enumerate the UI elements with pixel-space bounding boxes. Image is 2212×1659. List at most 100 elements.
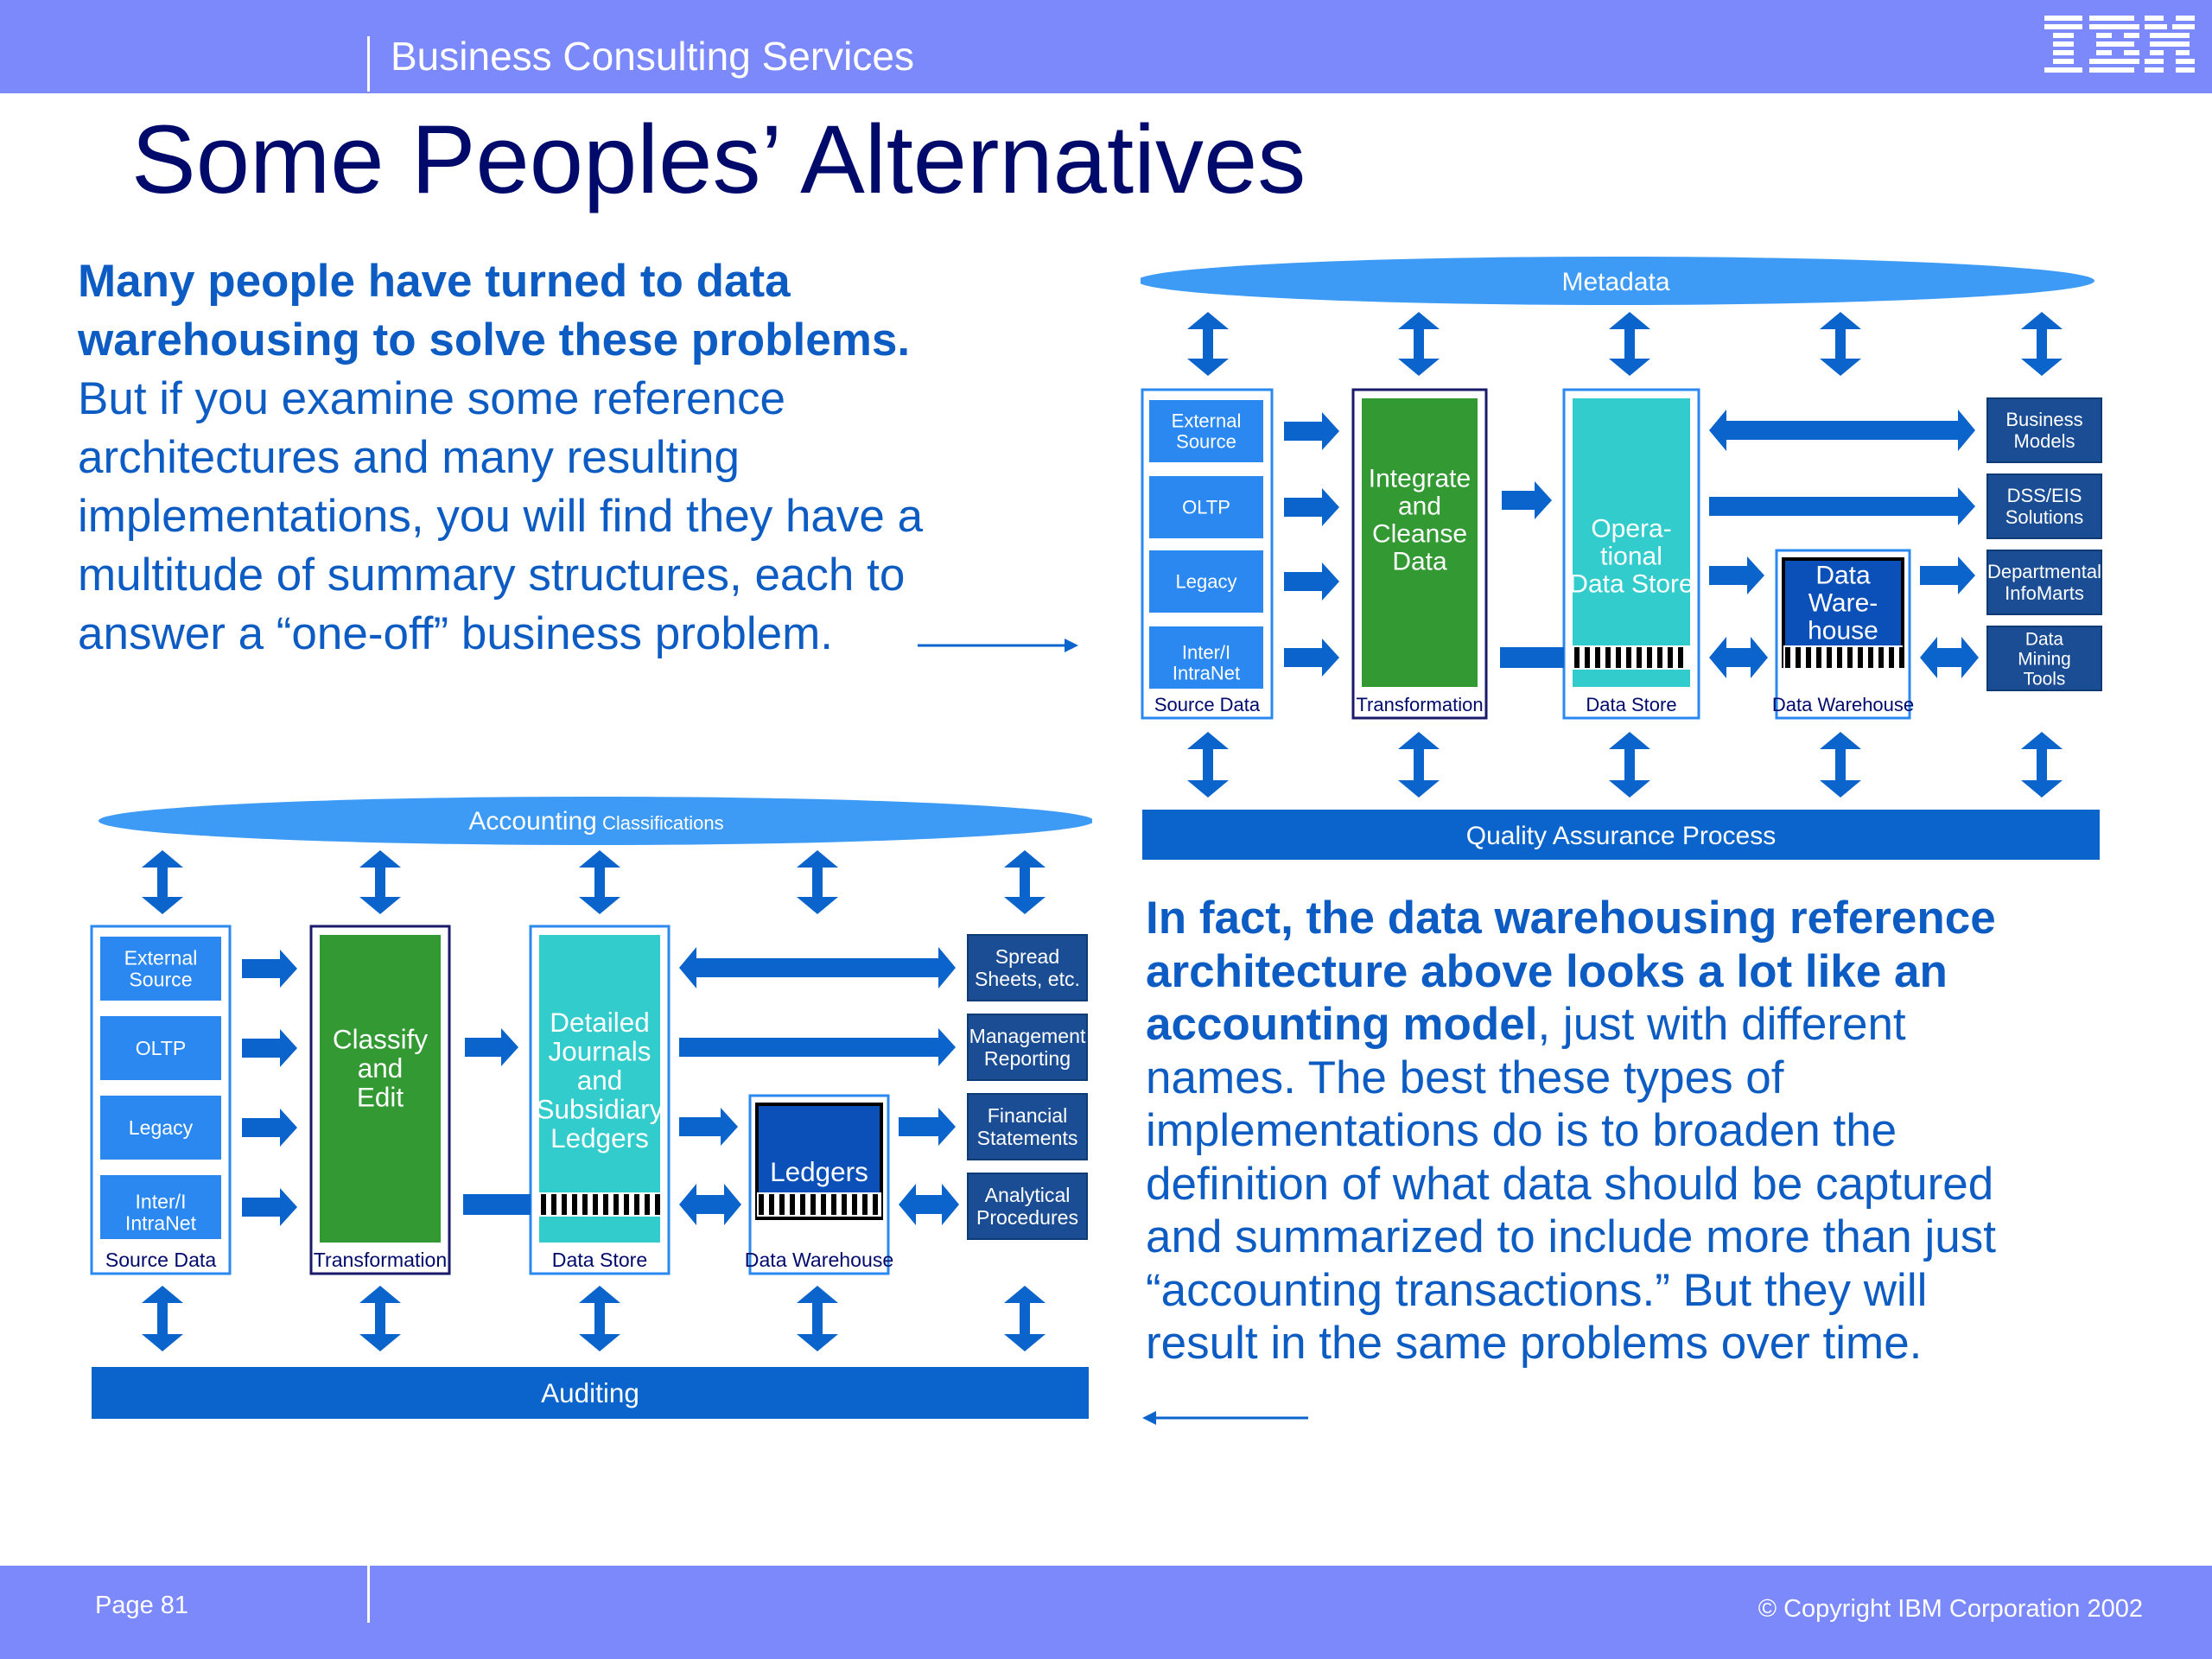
output-label: Management <box>969 1025 1086 1047</box>
top-bar-main: Accounting <box>468 807 596 836</box>
transform-label: and <box>1398 493 1441 521</box>
right-arrow <box>1502 481 1552 519</box>
conclusion-line: definition of what data should be captur… <box>1146 1158 1994 1210</box>
transform-caption: Transformation <box>1356 694 1483 715</box>
source-box <box>100 1175 221 1239</box>
store-label: Ledgers <box>550 1122 649 1154</box>
bottom-bar-label: Quality Assurance Process <box>1466 822 1777 850</box>
store-caption: Data Store <box>552 1249 647 1271</box>
output-label: Business <box>2005 409 2082 430</box>
source-label: Source <box>1176 431 1236 453</box>
output-label: Sheets, etc. <box>975 968 1080 990</box>
store-stripe-bar-stripe <box>624 1194 629 1215</box>
vertical-double-arrow <box>142 1286 183 1351</box>
copyright: © Copyright IBM Corporation 2002 <box>1758 1595 2143 1623</box>
store-stripe-bar-stripe <box>1657 647 1662 668</box>
transform-label: Data <box>1392 548 1447 576</box>
vertical-double-arrow <box>1004 1286 1046 1351</box>
store-stripe-bar-stripe <box>1647 647 1652 668</box>
store-caption: Data Store <box>1586 694 1676 715</box>
double-arrow-store-warehouse <box>679 1184 741 1225</box>
warehouse-stripe-bar <box>757 1192 881 1217</box>
warehouse-stripe-bar-stripe <box>1796 647 1801 668</box>
source-label: External <box>1172 410 1242 432</box>
store-label: Detailed <box>550 1007 650 1038</box>
vertical-double-arrow <box>359 850 401 914</box>
source-box <box>100 1016 221 1080</box>
warehouse-stripe-bar-stripe <box>1816 647 1821 668</box>
source-box <box>1149 626 1263 689</box>
store-stripe-bar-stripe <box>1574 647 1580 668</box>
store-box <box>1573 398 1690 687</box>
output-box <box>967 1014 1088 1081</box>
vertical-double-arrow <box>1820 732 1861 798</box>
output-label: Financial <box>988 1104 1067 1127</box>
bottom-bar <box>92 1367 1089 1419</box>
output-label: Statements <box>977 1127 1078 1149</box>
warehouse-label: Data <box>1815 562 1871 590</box>
vertical-double-arrow <box>579 1286 620 1351</box>
warehouse-stripe-bar-stripe <box>842 1194 847 1215</box>
transform-box <box>320 935 441 1243</box>
source-label: IntraNet <box>1173 663 1240 684</box>
store-stripe-bar-stripe <box>645 1194 650 1215</box>
bottom-bar-label: Auditing <box>541 1377 639 1408</box>
right-arrow <box>242 950 297 988</box>
footer-banner: Page 81 © Copyright IBM Corporation 2002 <box>0 1566 2212 1659</box>
transform-label: and <box>358 1052 404 1084</box>
source-label: External <box>124 946 198 969</box>
vertical-double-arrow <box>1398 732 1440 798</box>
warehouse-stripe-bar-stripe <box>1858 647 1863 668</box>
source-label: Legacy <box>1176 571 1237 593</box>
warehouse-caption: Data Warehouse <box>1772 694 1914 715</box>
output-box <box>967 934 1088 1001</box>
output-label: Reporting <box>984 1047 1071 1070</box>
store-label: Subsidiary <box>536 1094 663 1125</box>
conclusion-line: and summarized to include more than just <box>1146 1211 1996 1262</box>
output-label: Departmental <box>1987 561 2101 582</box>
page-number: Page 81 <box>95 1592 189 1619</box>
right-arrow <box>242 1188 297 1226</box>
right-arrow-to-warehouse <box>679 1108 738 1146</box>
warehouse-label: Ware- <box>1808 589 1878 618</box>
store-stripe-bar-stripe <box>1605 647 1611 668</box>
double-arrow-store-warehouse <box>1709 637 1768 678</box>
connector-bar <box>463 1194 531 1215</box>
right-arrow <box>242 1109 297 1147</box>
store-stripe-bar-stripe <box>562 1194 567 1215</box>
top-ellipse <box>1141 257 2094 305</box>
banner-divider <box>367 36 370 92</box>
warehouse-stripe-bar-stripe <box>759 1194 764 1215</box>
store-stripe-bar-stripe <box>1585 647 1590 668</box>
output-label: Procedures <box>976 1206 1078 1229</box>
store-label: tional <box>1600 543 1662 571</box>
warehouse-stripe-bar-stripe <box>800 1194 805 1215</box>
output-box <box>1986 550 2102 615</box>
output-box <box>1986 474 2102 539</box>
warehouse-stripe-bar-stripe <box>873 1194 878 1215</box>
warehouse-label: house <box>1808 617 1878 645</box>
right-arrow-to-output <box>899 1108 956 1146</box>
conclusion-line: “accounting transactions.” But they will <box>1146 1264 1928 1316</box>
output-box <box>1986 626 2102 691</box>
ibm-logo <box>2044 16 2195 73</box>
store-label: Journals <box>548 1035 651 1066</box>
warehouse-stripe-bar-stripe <box>1785 647 1790 668</box>
source-box <box>1149 550 1263 613</box>
store-stripe-bar-stripe <box>572 1194 577 1215</box>
warehouse-stripe-bar <box>1783 645 1903 670</box>
right-arrow-to-output <box>1709 487 1975 525</box>
intro-bold-line: warehousing to solve these problems. <box>78 315 911 365</box>
footer-divider <box>367 1566 370 1623</box>
output-label: DSS/EIS <box>2007 485 2082 506</box>
warehouse-stripe-bar-stripe <box>1899 647 1904 668</box>
store-stripe-bar-stripe <box>655 1194 660 1215</box>
store-stripe-bar-stripe <box>1637 647 1642 668</box>
source-caption: Source Data <box>105 1249 217 1271</box>
store-stripe-bar-stripe <box>541 1194 546 1215</box>
output-box <box>967 1173 1088 1240</box>
source-box <box>1149 400 1263 462</box>
double-arrow-to-output <box>1709 410 1975 451</box>
store-stripe-bar-stripe <box>551 1194 556 1215</box>
store-stripe-bar-stripe <box>613 1194 619 1215</box>
